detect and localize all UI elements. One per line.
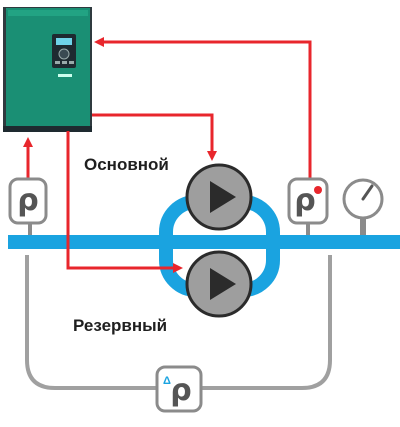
outlet-pressure-sensor: ρ: [287, 177, 329, 235]
main-pump-label: Основной: [84, 155, 169, 174]
pressure-gauge: [342, 178, 384, 235]
inlet-sensor-glyph: ρ: [17, 183, 38, 218]
inlet-pressure-sensor: ρ: [8, 177, 48, 235]
differential-loop-line: [25, 255, 332, 390]
outlet-sensor-signal-dot: [314, 186, 322, 194]
main-pump: [185, 163, 253, 231]
signal-line-to-main-pump: [92, 113, 217, 161]
reserve-pump: [185, 250, 253, 318]
reserve-pump-label: Резервный: [73, 316, 168, 335]
drive-knob: [58, 48, 70, 60]
main-pump-play-icon: [210, 181, 236, 213]
drive-display: [56, 38, 72, 45]
differential-sensor-delta: Δ: [163, 375, 171, 387]
signal-line-to-reserve-pump: [66, 131, 183, 273]
outlet-sensor-glyph: ρ: [294, 183, 315, 218]
differential-sensor-glyph: ρ: [170, 373, 191, 408]
differential-pressure-sensor: Δ ρ: [155, 365, 203, 413]
signal-line-outlet-sensor-to-drive: [94, 37, 312, 178]
reserve-pump-play-icon: [210, 268, 236, 300]
main-pipe: [8, 235, 400, 249]
gauge-needle: [361, 184, 374, 201]
frequency-drive: [3, 7, 92, 132]
